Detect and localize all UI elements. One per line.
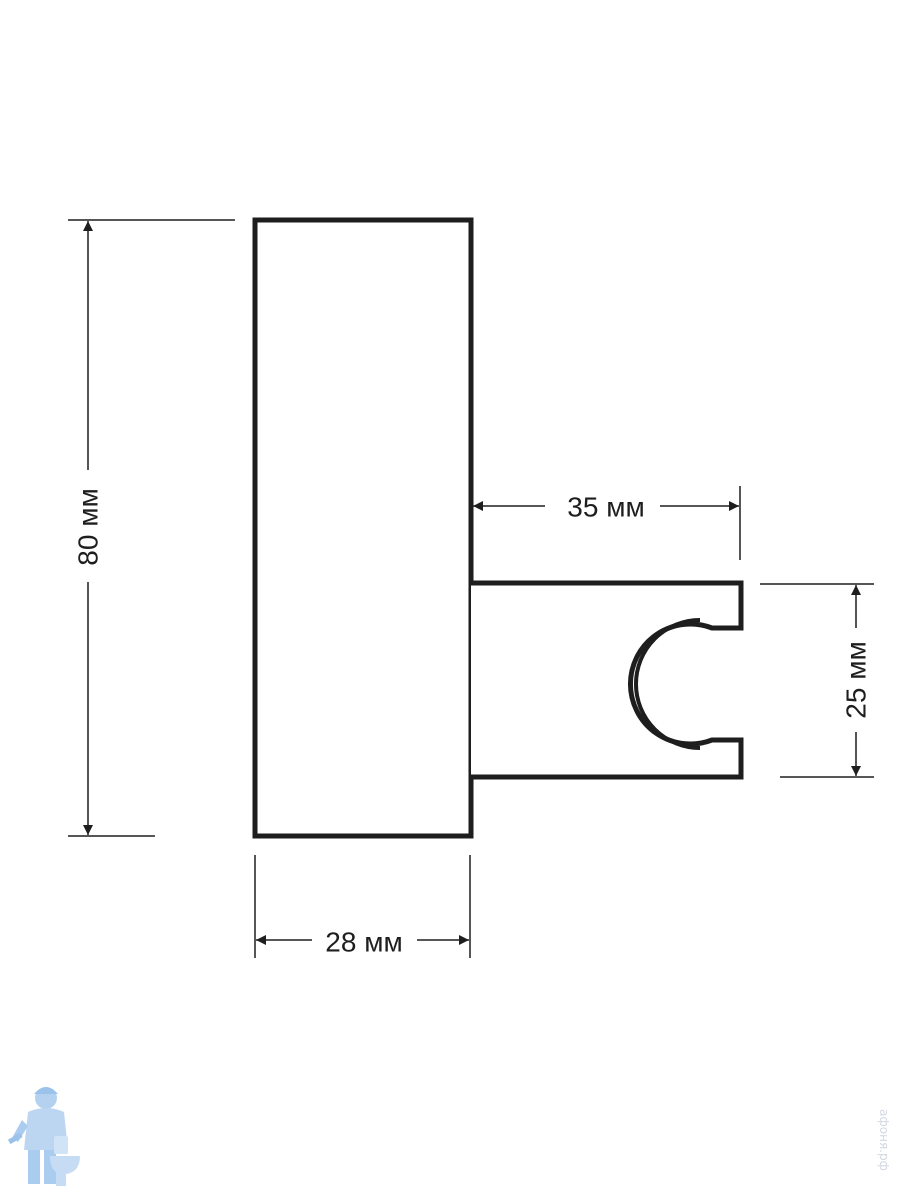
- plumber-with-toilet-icon: [7, 1087, 80, 1186]
- arm-length-label: 35 мм: [567, 492, 644, 523]
- arm-length-dimension: 35 мм: [473, 486, 741, 560]
- clip-inner-groove: [634, 618, 701, 750]
- width-label: 28 мм: [325, 927, 402, 958]
- watermark-site-text: афоня.рф: [877, 1109, 891, 1171]
- holder-arm: [471, 580, 744, 780]
- holder-body: [252, 217, 474, 839]
- arm-height-dimension: 25 мм: [760, 583, 874, 778]
- width-dimension: 28 мм: [254, 855, 471, 958]
- arm-height-label: 25 мм: [841, 641, 872, 718]
- height-label: 80 мм: [73, 488, 104, 565]
- height-dimension: 80 мм: [68, 219, 235, 837]
